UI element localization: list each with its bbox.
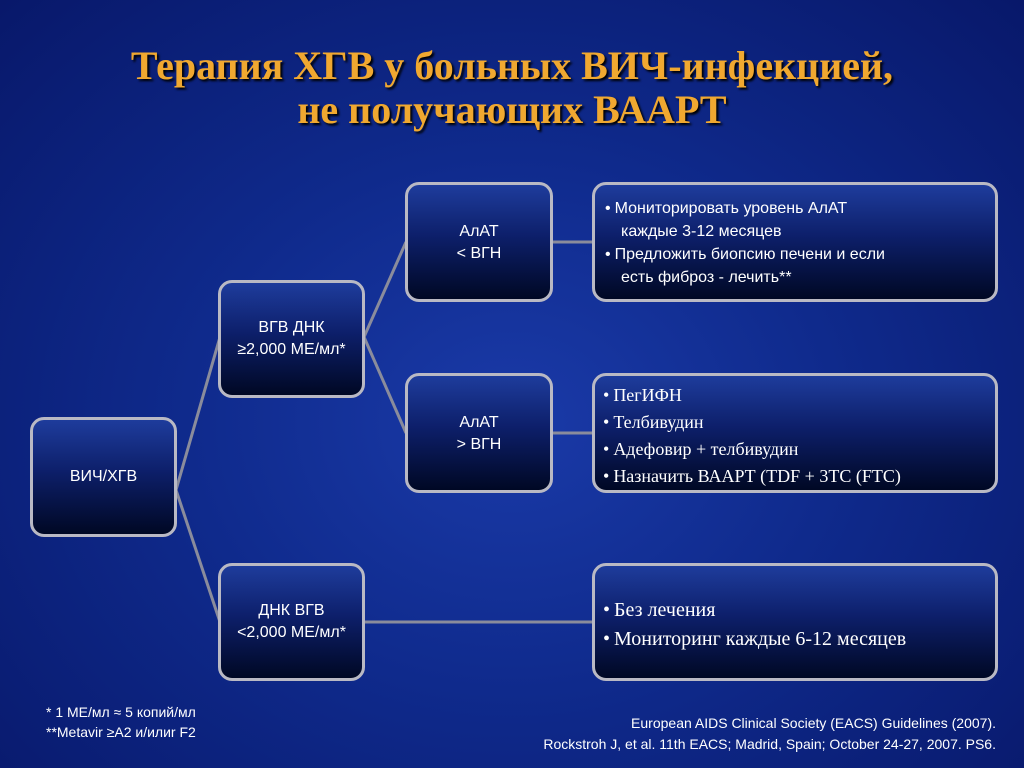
outcome-low-dna: Без лечения Мониторинг каждые 6-12 месяц…	[592, 563, 998, 681]
list-item: Мониторировать уровень АлАТ	[605, 197, 995, 220]
list-item: ПегИФН	[603, 382, 995, 409]
list-item: Телбивудин	[603, 409, 995, 436]
list-item: Адефовир + телбивудин	[603, 436, 995, 463]
footnotes: * 1 МЕ/мл ≈ 5 копий/мл **Metavir ≥A2 и/и…	[46, 702, 196, 742]
node-alt-high-line2: > ВГН	[456, 436, 502, 453]
node-hbv-dna-high: ВГВ ДНК ≥2,000 МЕ/мл*	[218, 280, 365, 398]
outcome-alt-low: Мониторировать уровень АлАТ каждые 3-12 …	[592, 182, 998, 302]
reference: European AIDS Clinical Society (EACS) Gu…	[543, 713, 996, 755]
node-hbv-dna-low-line1: ДНК ВГВ	[258, 602, 325, 619]
list-item: Мониторинг каждые 6-12 месяцев	[603, 625, 995, 654]
outcome-alt-high: ПегИФН Телбивудин Адефовир + телбивудин …	[592, 373, 998, 493]
list-item: есть фиброз - лечить**	[621, 269, 792, 286]
outcome-alt-high-list: ПегИФН Телбивудин Адефовир + телбивудин …	[603, 382, 995, 490]
list-item: Назначить ВААРТ (TDF + 3TC (FTC)	[603, 463, 995, 490]
title-line-2: не получающих ВААРТ	[297, 87, 727, 132]
connector-root-high	[174, 336, 222, 491]
slide-title: Терапия ХГВ у больных ВИЧ-инфекцией, не …	[0, 44, 1024, 132]
node-alt-low: АлАТ < ВГН	[405, 182, 553, 302]
list-item: Без лечения	[603, 596, 995, 625]
node-hbv-dna-low: ДНК ВГВ <2,000 МЕ/мл*	[218, 563, 365, 681]
node-hbv-dna-high-line1: ВГВ ДНК	[258, 319, 325, 336]
list-item: Предложить биопсию печени и если	[605, 243, 995, 266]
title-line-1: Терапия ХГВ у больных ВИЧ-инфекцией,	[130, 43, 894, 88]
node-alt-high: АлАТ > ВГН	[405, 373, 553, 493]
node-hiv-hbv: ВИЧ/ХГВ	[30, 417, 177, 537]
connector-root-low	[174, 489, 222, 623]
node-alt-low-line2: < ВГН	[456, 245, 502, 262]
connector-high-althigh	[362, 336, 408, 434]
footnote-2: **Metavir ≥A2 и/илиr F2	[46, 724, 196, 740]
list-item: каждые 3-12 месяцев	[621, 223, 782, 240]
reference-line-1: European AIDS Clinical Society (EACS) Gu…	[631, 715, 996, 731]
connector-high-altlow	[362, 241, 408, 338]
outcome-alt-low-list: Мониторировать уровень АлАТ каждые 3-12 …	[605, 197, 995, 289]
node-hbv-dna-low-line2: <2,000 МЕ/мл*	[237, 624, 346, 641]
node-alt-high-line1: АлАТ	[459, 414, 499, 431]
node-hiv-hbv-label: ВИЧ/ХГВ	[69, 468, 138, 485]
node-hbv-dna-high-line2: ≥2,000 МЕ/мл*	[237, 341, 346, 358]
reference-line-2: Rockstroh J, et al. 11th EACS; Madrid, S…	[543, 736, 996, 752]
node-alt-low-line1: АлАТ	[459, 223, 499, 240]
footnote-1: * 1 МЕ/мл ≈ 5 копий/мл	[46, 704, 196, 720]
outcome-low-dna-list: Без лечения Мониторинг каждые 6-12 месяц…	[603, 596, 995, 654]
